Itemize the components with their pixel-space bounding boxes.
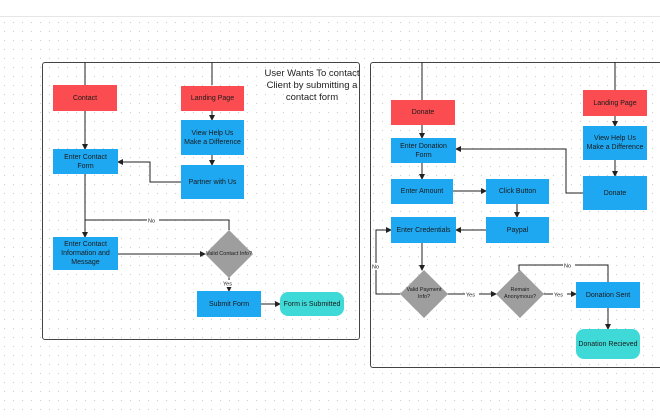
contact-node: Contact xyxy=(53,85,117,111)
valid-contact-decision: Valid Contact Info? xyxy=(204,229,254,279)
edge-label-no: No xyxy=(372,265,379,271)
landing-page-node: Landing Page xyxy=(181,86,244,111)
donate-start-node: Donate xyxy=(391,100,455,125)
click-button-node: Click Button xyxy=(486,179,549,204)
enter-contact-form-node: Enter Contact Form xyxy=(53,149,118,174)
submit-form-node: Submit Form xyxy=(197,291,261,317)
form-submitted-node: Form is Submitted xyxy=(280,292,344,316)
remain-anonymous-decision: Remain Anonymous? xyxy=(495,269,545,319)
canvas-top-bar xyxy=(0,0,660,17)
valid-payment-label: Valid Payment Info? xyxy=(406,287,442,300)
edge-label-yes: Yes xyxy=(223,282,232,288)
edge-label-no: No xyxy=(148,219,155,225)
edge-label-yes: Yes xyxy=(554,293,563,299)
landing-page-node-right: Landing Page xyxy=(583,90,647,116)
valid-payment-decision: Valid Payment Info? xyxy=(399,269,449,319)
enter-credentials-node: Enter Credentials xyxy=(391,217,456,243)
edge-label-yes: Yes xyxy=(466,293,475,299)
enter-amount-node: Enter Amount xyxy=(391,179,453,204)
left-frame xyxy=(42,62,360,340)
view-help-node-right: View Help Us Make a Difference xyxy=(583,126,647,160)
diagram-title: User Wants To contact Client by submitti… xyxy=(264,68,360,103)
paypal-node: Paypal xyxy=(486,217,549,243)
donation-sent-node: Donation Sent xyxy=(576,282,640,308)
edge-label-no: No xyxy=(564,264,571,270)
right-frame xyxy=(370,62,660,368)
partner-node: Partner with Us xyxy=(181,165,244,199)
remain-anonymous-label: Remain Anonymous? xyxy=(503,287,537,300)
donation-received-node: Donation Recieved xyxy=(576,329,640,359)
donate-node: Donate xyxy=(583,176,647,210)
enter-donation-form-node: Enter Donation Form xyxy=(391,138,456,163)
view-help-node: View Help Us Make a Difference xyxy=(181,120,244,155)
valid-contact-label: Valid Contact Info? xyxy=(205,250,253,257)
enter-contact-info-node: Enter Contact Information and Message xyxy=(53,237,118,270)
